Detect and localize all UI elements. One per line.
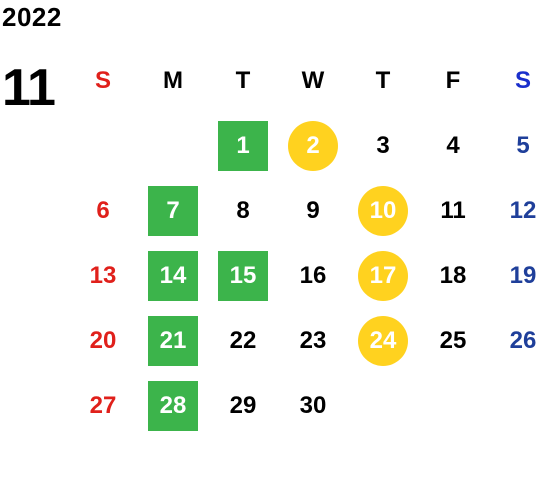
weekday-monday: M	[163, 66, 183, 94]
calendar-day[interactable]: 18	[418, 243, 488, 308]
day-number: 3	[376, 131, 390, 159]
day-number: 29	[229, 391, 257, 419]
calendar-day[interactable]: 29	[208, 373, 278, 438]
day-number: 11	[440, 196, 466, 224]
weekday-friday: F	[445, 66, 461, 94]
calendar-day[interactable]: 11	[418, 178, 488, 243]
day-number-green-marked: 21	[148, 315, 198, 366]
calendar-day[interactable]: 4	[418, 113, 488, 178]
calendar-day[interactable]: 13	[68, 243, 138, 308]
day-number: 13	[89, 261, 117, 289]
day-number: 19	[509, 261, 537, 289]
weekday-sunday: S	[94, 66, 111, 94]
day-number-yellow-marked: 2	[288, 120, 338, 171]
calendar-day[interactable]: 1	[208, 113, 278, 178]
calendar-day[interactable]: 17	[348, 243, 418, 308]
calendar-day[interactable]: 6	[68, 178, 138, 243]
calendar-day[interactable]: 20	[68, 308, 138, 373]
day-number: 5	[516, 131, 530, 159]
calendar-day[interactable]: 12	[488, 178, 548, 243]
day-number-green-marked: 1	[218, 120, 268, 171]
day-number: 30	[299, 391, 327, 419]
weekday-tuesday: T	[235, 66, 251, 94]
day-number-green-marked: 15	[218, 250, 268, 301]
calendar-day[interactable]: 25	[418, 308, 488, 373]
calendar-day[interactable]: 28	[138, 373, 208, 438]
month-number: 11	[2, 59, 56, 117]
calendar-day[interactable]: 14	[138, 243, 208, 308]
day-number: 9	[306, 196, 320, 224]
day-number: 23	[299, 326, 327, 354]
year-label: 2022	[2, 2, 62, 32]
calendar-day[interactable]: 16	[278, 243, 348, 308]
day-number: 20	[89, 326, 117, 354]
day-number: 27	[89, 391, 117, 419]
day-number-green-marked: 7	[148, 185, 198, 236]
calendar-day[interactable]: 9	[278, 178, 348, 243]
calendar-day[interactable]: 22	[208, 308, 278, 373]
day-number-yellow-marked: 24	[358, 315, 408, 366]
calendar-day[interactable]: 30	[278, 373, 348, 438]
day-number: 26	[509, 326, 537, 354]
calendar-day[interactable]: 24	[348, 308, 418, 373]
day-number: 12	[509, 196, 537, 224]
day-number-yellow-marked: 17	[358, 250, 408, 301]
calendar-day[interactable]: 2	[278, 113, 348, 178]
calendar-day[interactable]: 5	[488, 113, 548, 178]
day-number-green-marked: 28	[148, 380, 198, 431]
day-number: 4	[446, 131, 460, 159]
weekday-wednesday: W	[301, 66, 325, 94]
weekday-saturday: S	[514, 66, 531, 94]
calendar-day[interactable]: 8	[208, 178, 278, 243]
day-number: 25	[439, 326, 467, 354]
day-number-yellow-marked: 10	[358, 185, 408, 236]
weekday-thursday: T	[375, 66, 391, 94]
day-number: 22	[229, 326, 257, 354]
empty-cell	[138, 113, 208, 178]
calendar-day[interactable]: 15	[208, 243, 278, 308]
calendar-day[interactable]: 3	[348, 113, 418, 178]
calendar-day[interactable]: 27	[68, 373, 138, 438]
calendar-day[interactable]: 21	[138, 308, 208, 373]
calendar-day[interactable]: 26	[488, 308, 548, 373]
day-number: 16	[299, 261, 327, 289]
day-number: 8	[236, 196, 250, 224]
calendar-day[interactable]: 10	[348, 178, 418, 243]
empty-cell	[68, 113, 138, 178]
calendar-day[interactable]: 19	[488, 243, 548, 308]
day-number: 18	[439, 261, 467, 289]
day-number: 6	[96, 196, 110, 224]
calendar-day[interactable]: 23	[278, 308, 348, 373]
calendar-day[interactable]: 7	[138, 178, 208, 243]
day-number-green-marked: 14	[148, 250, 198, 301]
